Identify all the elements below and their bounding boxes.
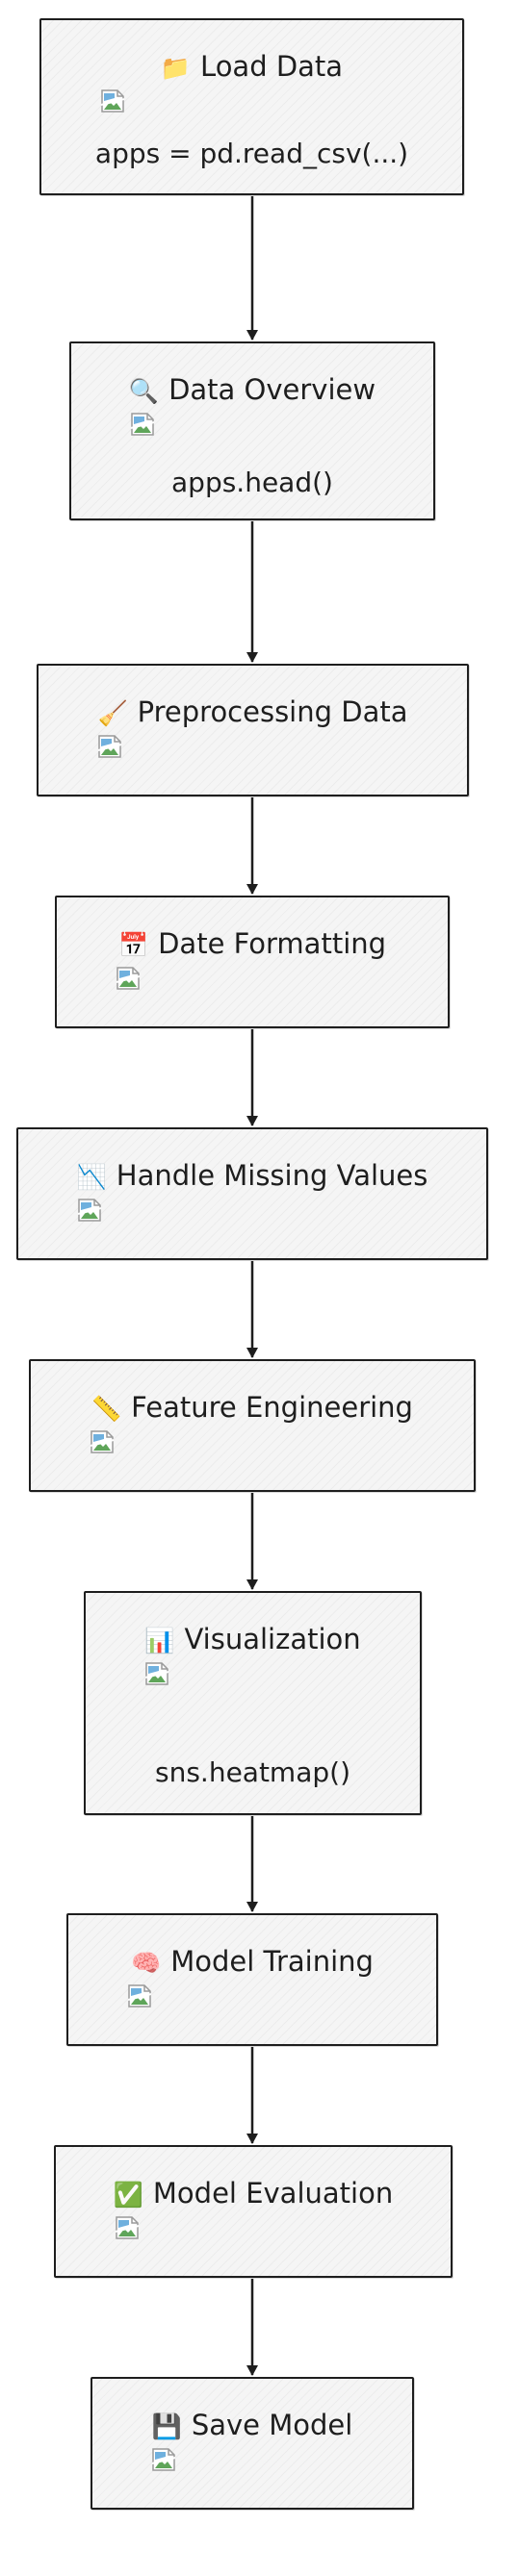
broom-icon: 🧹 <box>97 699 128 727</box>
broken-image-icon <box>96 733 123 760</box>
step-title: 🧹 Preprocessing Data <box>39 695 467 731</box>
check-mark-icon: ✅ <box>113 2181 143 2209</box>
bar-chart-icon: 📊 <box>144 1627 175 1654</box>
brain-icon: 🧠 <box>131 1949 162 1977</box>
folder-icon: 📁 <box>160 54 192 82</box>
step-node-1: 📁 Load Data apps = pd.read_csv(...) <box>39 18 464 195</box>
step-node-5: 📉 Handle Missing Values <box>16 1127 488 1260</box>
step-label: Handle Missing Values <box>116 1159 428 1192</box>
step-code: apps = pd.read_csv(...) <box>94 138 409 169</box>
broken-image-icon <box>114 2214 141 2241</box>
step-node-3: 🧹 Preprocessing Data <box>37 664 469 796</box>
step-title: ✅ Model Evaluation <box>56 2176 451 2212</box>
broken-image-icon <box>143 1660 170 1687</box>
step-node-9: ✅ Model Evaluation <box>54 2145 453 2278</box>
step-code: sns.heatmap() <box>155 1756 350 1788</box>
step-label: Data Overview <box>168 373 376 406</box>
step-title: 🧠 Model Training <box>68 1944 436 1981</box>
step-node-7: 📊 Visualization sns.heatmap() <box>84 1591 422 1815</box>
step-label: Model Evaluation <box>152 2177 394 2210</box>
step-label: Model Training <box>170 1945 374 1978</box>
broken-image-icon <box>89 1428 116 1455</box>
step-code: apps.head() <box>171 467 333 498</box>
step-label: Feature Engineering <box>131 1391 413 1424</box>
broken-image-icon <box>76 1197 103 1224</box>
broken-image-icon <box>126 1983 153 2009</box>
step-title: 🔍 Data Overview <box>71 372 433 409</box>
step-label: Preprocessing Data <box>137 695 408 728</box>
broken-image-icon <box>99 88 126 114</box>
step-title: 📊 Visualization <box>86 1622 420 1658</box>
step-label: Save Model <box>191 2409 353 2441</box>
step-node-2: 🔍 Data Overview apps.head() <box>69 341 435 520</box>
step-title: 📅 Date Formatting <box>57 926 448 963</box>
ruler-icon: 📏 <box>91 1395 122 1423</box>
magnifier-icon: 🔍 <box>128 377 160 405</box>
step-title: 📁 Load Data <box>41 49 462 86</box>
floppy-disk-icon: 💾 <box>151 2412 182 2440</box>
calendar-icon: 📅 <box>117 931 149 959</box>
step-title: 📏 Feature Engineering <box>31 1390 474 1427</box>
broken-image-icon <box>115 965 142 992</box>
step-title: 💾 Save Model <box>92 2408 412 2444</box>
step-node-4: 📅 Date Formatting <box>55 896 450 1028</box>
step-label: Load Data <box>200 50 344 83</box>
chart-decreasing-icon: 📉 <box>76 1163 107 1191</box>
step-node-8: 🧠 Model Training <box>66 1913 438 2046</box>
broken-image-icon <box>150 2446 177 2473</box>
step-node-10: 💾 Save Model <box>91 2377 414 2510</box>
step-title: 📉 Handle Missing Values <box>18 1158 486 1195</box>
step-node-6: 📏 Feature Engineering <box>29 1359 476 1492</box>
broken-image-icon <box>129 411 156 438</box>
step-label: Visualization <box>184 1623 361 1655</box>
step-label: Date Formatting <box>158 927 387 960</box>
